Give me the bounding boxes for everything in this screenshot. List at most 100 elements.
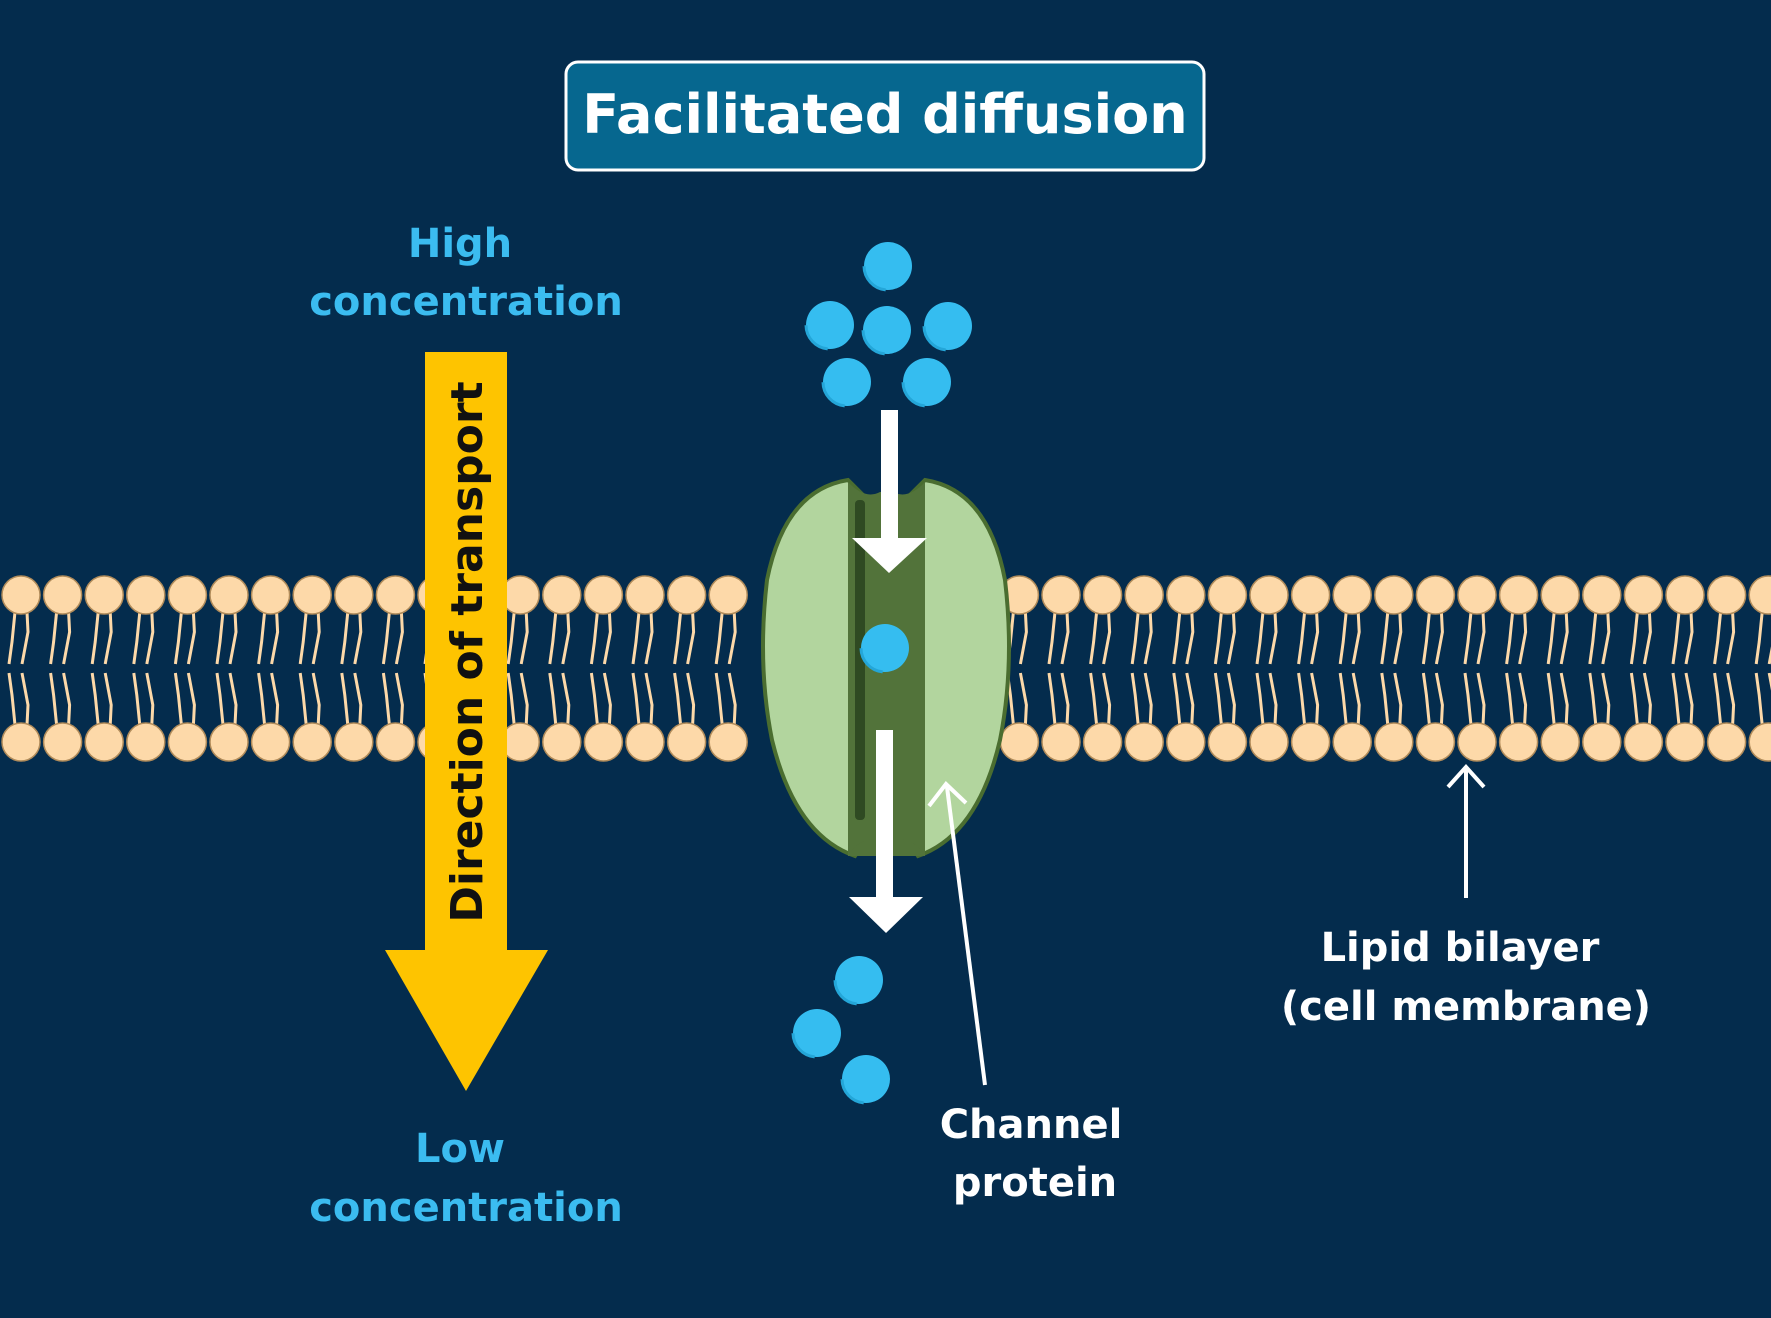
lipid-top-tail [1130, 611, 1140, 665]
lipid-head-bottom [1082, 722, 1123, 762]
lipid-head-top [1041, 575, 1081, 615]
lipid-bottom-tail [1047, 672, 1057, 726]
lipid-top-tail [673, 611, 683, 665]
lipid-top-tail [1601, 611, 1611, 665]
lipid-top-tail [311, 611, 321, 665]
lipid-top-tail [257, 611, 267, 665]
molecule [901, 356, 953, 408]
bilayer-pointer-arrow [1446, 764, 1486, 898]
lipid-top-tail [714, 611, 724, 665]
lipid-head-bottom [999, 722, 1040, 762]
lipid-bottom-tail [1754, 672, 1764, 726]
lipid-head-top [250, 575, 291, 615]
lipid-bottom-tail [1684, 672, 1694, 726]
lipid-head-bottom [1374, 722, 1414, 762]
lipid-top-tail [548, 611, 558, 665]
lipid-head-top [42, 575, 83, 615]
lipid-top-tail [1172, 611, 1182, 665]
high-concentration-label-line1: High [408, 221, 512, 267]
lipid-head-bottom [375, 722, 416, 762]
direction-arrow-shape [385, 352, 548, 1091]
lipid-bottom-tail [1726, 672, 1736, 726]
molecules [791, 240, 974, 1105]
lipid-bottom-tail [173, 672, 183, 726]
lipid-bottom-tail [1255, 672, 1265, 726]
lipid-head-bottom [1290, 722, 1331, 762]
lipid-bottom-tail [7, 672, 17, 726]
lipid-head-bottom [625, 722, 665, 762]
lipid-bottom-tail [1434, 672, 1444, 726]
lipid-top-tail [1226, 611, 1236, 665]
lipid-bottom-tail [1546, 672, 1556, 726]
lipid-bottom-tail [394, 672, 404, 726]
lipid-head-top [1166, 575, 1206, 615]
flow-arrow-bottom [849, 730, 923, 933]
lipid-head-bottom [1540, 722, 1580, 762]
lipid-head-bottom [250, 722, 291, 762]
lipid-head-top [1374, 575, 1414, 615]
lipid-head-top [1582, 575, 1622, 615]
lipid-top-tail [686, 611, 696, 665]
lipid-head-top [1498, 575, 1539, 615]
lipid-top-tail [644, 611, 654, 665]
channel-protein-label-line1: Channel [940, 1102, 1123, 1148]
lipid-head-top [583, 575, 624, 615]
lipid-bottom-tail [1213, 672, 1223, 726]
lipid-top-tail [1338, 611, 1348, 665]
lipid-bottom-tail [1089, 672, 1099, 726]
lipid-bottom-tail [1297, 672, 1307, 726]
lipid-bottom-tail [298, 672, 308, 726]
flow-arrow-top-head [852, 538, 927, 573]
lipid-top-tail [353, 611, 363, 665]
lipid-head-bottom [1041, 722, 1081, 762]
channel-protein-left-half [761, 477, 870, 859]
lipid-bottom-tail [1060, 672, 1070, 726]
channel-pore-shadow [855, 500, 865, 820]
lipid-bottom-tail [1130, 672, 1140, 726]
lipid-bottom-tail [1629, 672, 1639, 726]
lipid-bottom-tail [602, 672, 612, 726]
lipid-bottom-tail [103, 672, 113, 726]
lipid-bottom-tail [186, 672, 196, 726]
lipid-top-tail [381, 611, 391, 665]
lipid-head-top [126, 575, 166, 615]
lipid-head-top [542, 575, 582, 615]
channel-protein-label-line2: protein [953, 1160, 1117, 1206]
lipid-top-tail [1255, 611, 1265, 665]
lipid-bottom-tail [1185, 672, 1195, 726]
lipid-top-tail [1393, 611, 1403, 665]
lipid-top-tail [298, 611, 308, 665]
lipid-top-tail [90, 611, 100, 665]
lipid-bottom-tail [228, 672, 238, 726]
lipid-head-bottom [583, 722, 624, 762]
flow-arrow-bottom-shaft [876, 730, 893, 900]
lipid-head-top [1665, 575, 1705, 615]
channel-pore-top [848, 482, 925, 500]
lipid-head-top [292, 575, 332, 615]
lipid-top-tail [1089, 611, 1099, 665]
lipid-head-top [209, 575, 249, 615]
lipid-bottom-tail [1463, 672, 1473, 726]
lipid-top-tail [215, 611, 225, 665]
lipid-top-tail [1143, 611, 1153, 665]
lipid-bottom-tail [1102, 672, 1112, 726]
lipid-head-bottom [1623, 722, 1664, 762]
lipid-top-tail [1351, 611, 1361, 665]
lipid-top-tail [145, 611, 155, 665]
lipid-top-tail [20, 611, 30, 665]
lipid-top-tail [1629, 611, 1639, 665]
lipid-head-top [1748, 575, 1771, 615]
molecule [859, 622, 911, 674]
lipid-head-top [84, 575, 124, 615]
lipid-bottom-tail [1380, 672, 1390, 726]
lipid-head-bottom [209, 722, 249, 762]
lipid-head-top [1540, 575, 1580, 615]
lipid-head-top [1249, 575, 1289, 615]
lipid-bottom-tail [1671, 672, 1681, 726]
lipid-top-tail [1297, 611, 1307, 665]
lipid-top-tail [1380, 611, 1390, 665]
lipid-bottom-tail [1351, 672, 1361, 726]
lipid-top-tail [506, 611, 516, 665]
lipid-bottom-tail [1559, 672, 1569, 726]
